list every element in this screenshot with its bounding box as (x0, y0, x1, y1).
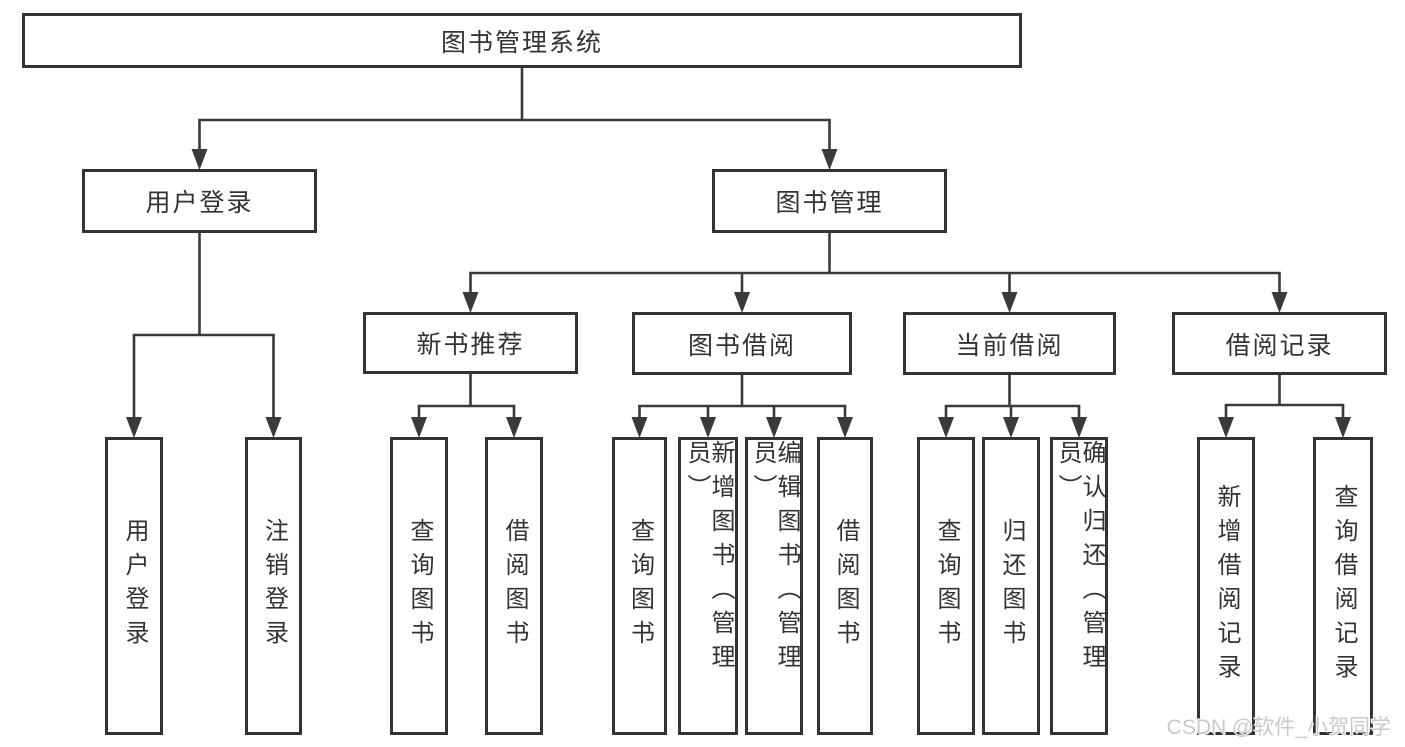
node-label: 查询图书 (933, 518, 960, 654)
arrowhead (1218, 417, 1234, 438)
arrowhead (938, 417, 954, 438)
node-label: 注销登录 (260, 518, 288, 654)
arrowhead (126, 417, 142, 438)
node-label: 当前借阅 (955, 331, 1064, 360)
arrowhead (766, 417, 782, 438)
node-label: 图书借阅 (687, 331, 796, 360)
node-leaf-logout: 注销登录 (245, 437, 302, 735)
node-label: 查询图书 (626, 518, 654, 654)
arrowhead (700, 417, 716, 438)
watermark: CSDN @软件_小贺同学 (1166, 716, 1391, 739)
arrowhead (1271, 292, 1288, 313)
arrowhead (1071, 417, 1087, 438)
arrowhead (411, 417, 427, 438)
node-label: 图书管理系统 (440, 28, 603, 57)
arrowhead (1003, 417, 1019, 438)
node-leaf-return-book: 归还图书 (982, 437, 1040, 735)
node-leaf-query-book-3: 查询图书 (917, 437, 975, 735)
node-leaf-add-record: 新增借阅记录 (1197, 437, 1255, 735)
node-leaf-query-record: 查询借阅记录 (1313, 437, 1373, 735)
node-current-borrow: 当前借阅 (903, 312, 1116, 375)
node-label: 借阅记录 (1225, 331, 1334, 360)
node-label: 新增借阅记录 (1213, 484, 1240, 688)
node-label: 归还图书 (998, 518, 1025, 654)
arrowhead (821, 149, 838, 170)
node-leaf-edit-book: 编辑图书（管理员） (745, 437, 803, 735)
node-label: 编辑图书（管理员） (749, 440, 800, 678)
arrowhead (191, 149, 208, 170)
arrowhead (631, 417, 648, 438)
node-leaf-query-book-2: 查询图书 (612, 437, 667, 735)
node-new-book-rec: 新书推荐 (363, 312, 578, 374)
node-label: 新书推荐 (416, 331, 525, 359)
node-leaf-borrow-book-2: 借阅图书 (817, 437, 873, 735)
node-leaf-add-book: 新增图书（管理员） (678, 437, 738, 735)
node-label: 查询图书 (406, 518, 433, 654)
node-label: 借阅图书 (832, 518, 859, 654)
node-label: 查询借阅记录 (1330, 484, 1357, 688)
node-leaf-confirm-return: 确认归还（管理员） (1050, 437, 1108, 735)
arrowhead (265, 417, 282, 438)
node-label: 确认归还（管理员） (1054, 440, 1105, 678)
node-root: 图书管理系统 (22, 13, 1022, 68)
node-label: 新增图书（管理员） (683, 440, 734, 678)
arrowhead (1335, 417, 1351, 438)
node-borrow-records: 借阅记录 (1172, 312, 1387, 375)
arrowhead (462, 292, 479, 313)
node-book-borrow: 图书借阅 (632, 312, 852, 375)
node-user-login: 用户登录 (82, 169, 317, 233)
arrowhead (506, 417, 522, 438)
arrowhead (1001, 292, 1018, 313)
arrowhead (837, 417, 853, 438)
node-leaf-query-book-1: 查询图书 (390, 437, 448, 735)
node-book-mgmt: 图书管理 (712, 169, 947, 233)
node-label: 用户登录 (121, 518, 148, 654)
node-leaf-borrow-book-1: 借阅图书 (485, 437, 543, 735)
node-label: 用户登录 (145, 189, 254, 217)
node-leaf-user-login: 用户登录 (105, 437, 163, 735)
arrowhead (734, 292, 750, 313)
node-label: 图书管理 (775, 189, 884, 217)
node-label: 借阅图书 (501, 518, 528, 654)
